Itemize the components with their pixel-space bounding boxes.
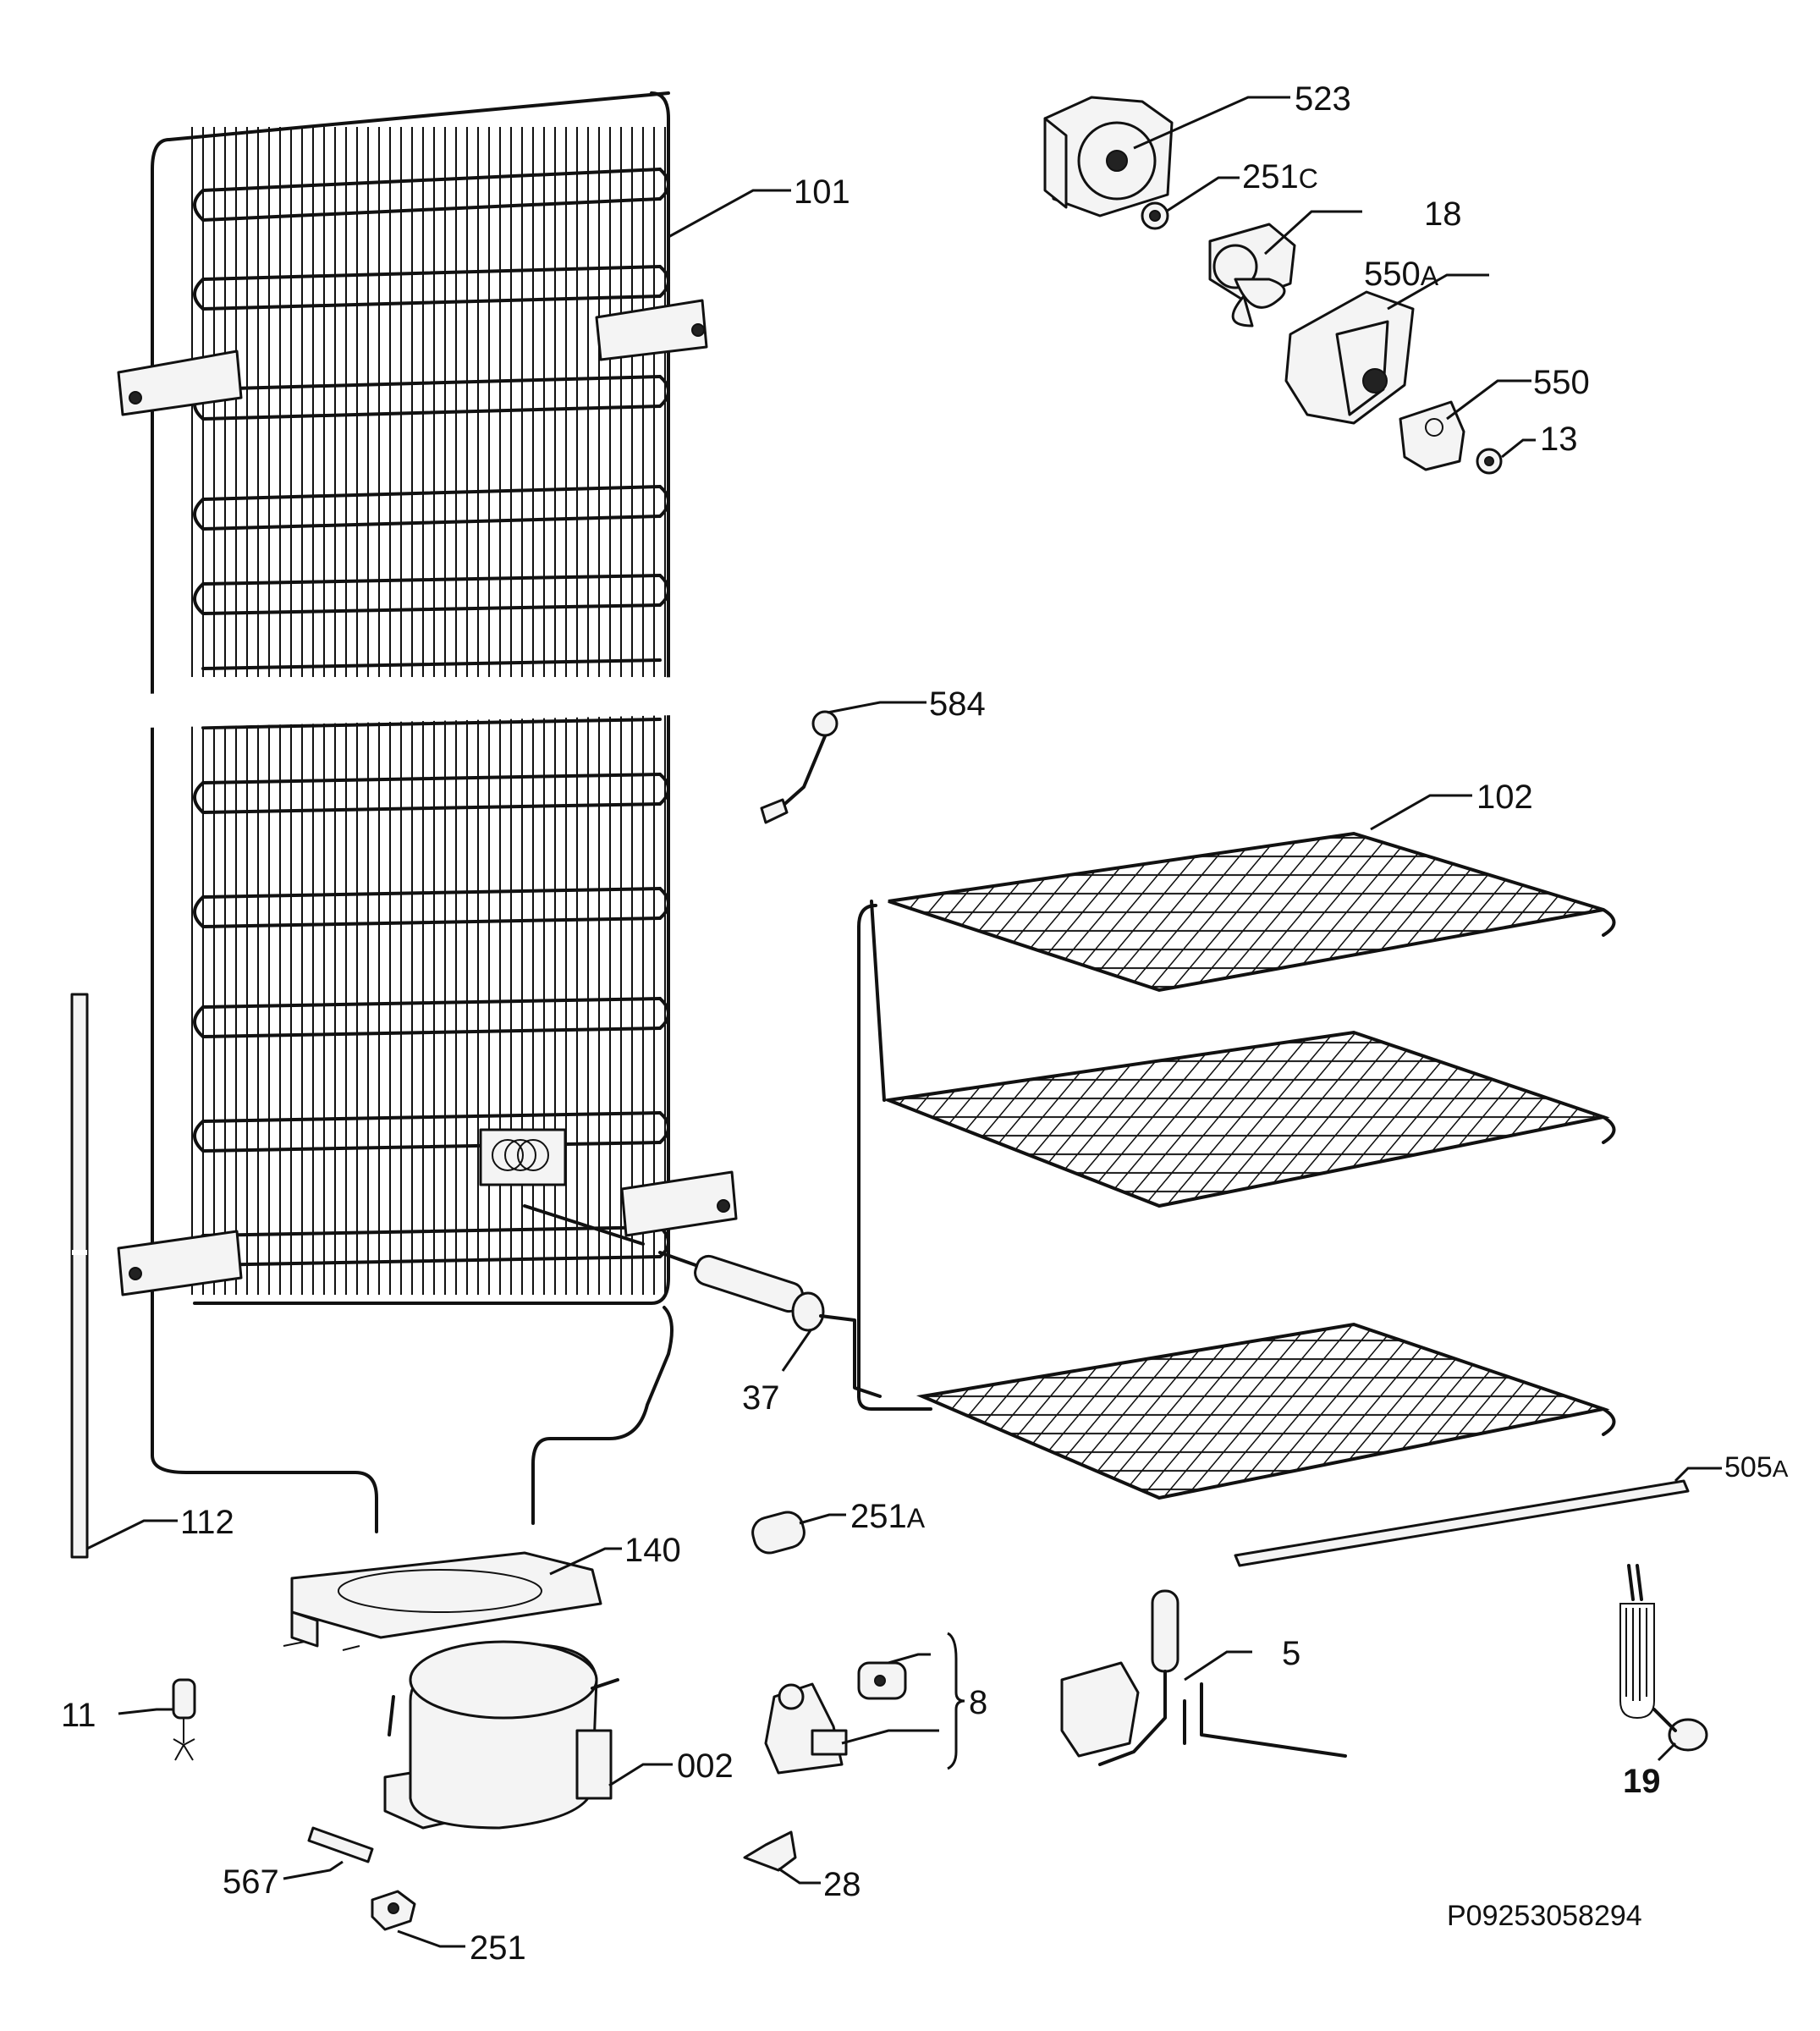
filter-drier-37 xyxy=(523,1204,882,1398)
fan-cover-550a xyxy=(1284,290,1415,425)
nut-251 xyxy=(371,1890,416,1931)
bushing-251a xyxy=(751,1511,806,1555)
label-567: 567 xyxy=(223,1863,279,1901)
label-251c: 251C xyxy=(1242,158,1318,195)
heater-19 xyxy=(1619,1564,1708,1752)
label-37: 37 xyxy=(742,1379,780,1417)
fan-housing-523 xyxy=(1043,96,1174,217)
clip-567 xyxy=(307,1826,374,1863)
label-11: 11 xyxy=(61,1697,96,1734)
label-505a: 505A xyxy=(1724,1451,1789,1483)
label-550a: 550A xyxy=(1364,256,1439,293)
nut-13 xyxy=(1476,448,1503,475)
label-523: 523 xyxy=(1295,80,1351,118)
part-labels: 523 251C 18 550A 550 13 101 584 102 37 5… xyxy=(61,80,1789,1967)
bushing-251c xyxy=(1141,201,1169,230)
label-101: 101 xyxy=(794,173,850,211)
heater-505a xyxy=(1234,1479,1690,1567)
valve-5 xyxy=(1060,1589,1347,1766)
label-13: 13 xyxy=(1540,421,1578,458)
label-140: 140 xyxy=(624,1532,681,1569)
label-584: 584 xyxy=(929,685,986,723)
label-550: 550 xyxy=(1533,364,1590,401)
condenser-101 xyxy=(117,91,738,1533)
label-102: 102 xyxy=(1476,779,1533,816)
document-code: P09253058294 xyxy=(1447,1900,1642,1932)
label-251a: 251A xyxy=(850,1498,926,1535)
relay-8 xyxy=(764,1661,907,1775)
label-251: 251 xyxy=(470,1929,526,1967)
label-18: 18 xyxy=(1424,195,1462,233)
evaporator-102 xyxy=(857,831,1616,1500)
tube-112 xyxy=(70,993,89,1559)
label-5: 5 xyxy=(1282,1635,1300,1672)
label-19: 19 xyxy=(1623,1763,1661,1800)
label-8: 8 xyxy=(969,1684,987,1721)
part-11 xyxy=(172,1678,196,1761)
compressor-tray-140 xyxy=(283,1551,602,1651)
fan-motor-18 xyxy=(1208,223,1296,327)
label-28: 28 xyxy=(823,1866,861,1903)
label-002: 002 xyxy=(677,1748,734,1785)
leader-lines xyxy=(86,96,1722,1948)
compressor-002 xyxy=(383,1640,619,1830)
clip-28 xyxy=(743,1830,797,1872)
sensor-584 xyxy=(760,710,839,824)
label-112: 112 xyxy=(180,1504,234,1541)
